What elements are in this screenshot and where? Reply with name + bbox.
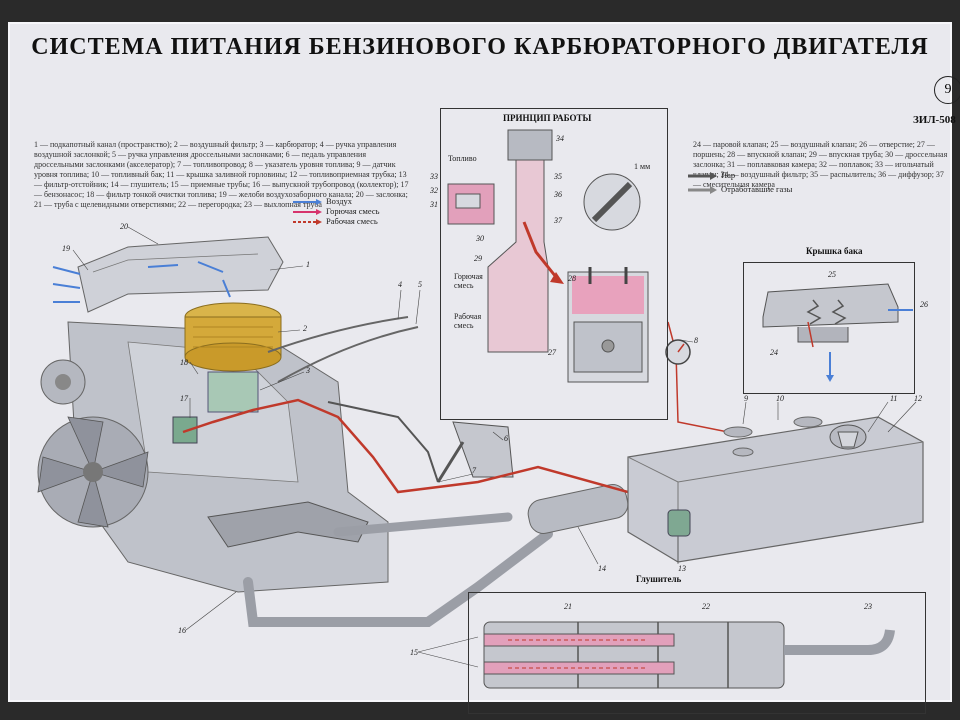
principle-mixture-label: Горючая смесь xyxy=(454,272,483,290)
label-16: 16 xyxy=(178,626,186,635)
key-exhaust: Отработавшие газы xyxy=(721,184,793,194)
label-8: 8 xyxy=(694,336,698,345)
muffler-diagram xyxy=(483,621,895,689)
label-5: 5 xyxy=(418,280,422,289)
label-22: 22 xyxy=(702,602,710,611)
sediment-filter-icon xyxy=(667,509,691,537)
principle-title: ПРИНЦИП РАБОТЫ xyxy=(503,113,592,123)
label-14: 14 xyxy=(598,564,606,573)
label-23: 23 xyxy=(864,602,872,611)
tank-cap-frame xyxy=(743,262,915,394)
tank-filler-cap-icon xyxy=(829,424,867,450)
label-6: 6 xyxy=(504,434,508,443)
legend-right: 24 — паровой клапан; 25 — воздушный клап… xyxy=(693,140,948,189)
label-7: 7 xyxy=(472,466,476,475)
muffler-frame xyxy=(468,592,926,714)
principle-frame: ПРИНЦИП РАБОТЫ xyxy=(440,108,668,420)
leader-lines xyxy=(72,226,917,668)
poster-title: СИСТЕМА ПИТАНИЯ БЕНЗИНОВОГО КАРБЮРАТОРНО… xyxy=(31,34,929,60)
principle-working-label: Рабочая смесь xyxy=(454,312,482,330)
label-15: 15 xyxy=(410,648,418,657)
cap-diagram xyxy=(762,283,913,382)
label-13: 13 xyxy=(678,564,686,573)
label-9: 9 xyxy=(744,394,748,403)
label-2: 2 xyxy=(303,324,307,333)
engine xyxy=(37,236,629,627)
label-4: 4 xyxy=(398,280,402,289)
label-30: 30 xyxy=(476,234,484,243)
key-air: Воздух xyxy=(326,196,352,206)
legend-left: 1 — подкапотный канал (пространство); 2 … xyxy=(34,140,409,209)
key-vapor: Пар xyxy=(721,170,736,180)
label-37: 37 xyxy=(554,216,562,225)
principle-mm-label: 1 мм xyxy=(634,162,651,171)
label-27: 27 xyxy=(548,348,556,357)
label-32: 32 xyxy=(430,186,438,195)
label-21: 21 xyxy=(564,602,572,611)
label-34: 34 xyxy=(556,134,564,143)
label-24: 24 xyxy=(770,348,778,357)
flow-key-arrows xyxy=(293,172,717,225)
key-mixture: Горючая смесь xyxy=(326,206,380,216)
label-36: 36 xyxy=(554,190,562,199)
main-diagram xyxy=(37,129,924,689)
label-10: 10 xyxy=(776,394,784,403)
poster: СИСТЕМА ПИТАНИЯ БЕНЗИНОВОГО КАРБЮРАТОРНО… xyxy=(8,22,960,714)
fan-icon xyxy=(37,416,149,528)
label-12: 12 xyxy=(914,394,922,403)
label-33: 33 xyxy=(430,172,438,181)
label-26: 26 xyxy=(920,300,928,309)
fuel-gauge-icon xyxy=(665,339,691,365)
fuel-tank xyxy=(627,416,924,563)
label-18: 18 xyxy=(180,358,188,367)
label-35: 35 xyxy=(554,172,562,181)
label-11: 11 xyxy=(890,394,898,403)
label-1: 1 xyxy=(306,260,310,269)
label-3: 3 xyxy=(306,366,310,375)
air-flow-arrows xyxy=(52,261,231,303)
principle-diagram xyxy=(447,129,649,383)
cap-title: Крышка бака xyxy=(806,246,863,256)
muffler-title: Глушитель xyxy=(636,574,682,584)
label-25: 25 xyxy=(828,270,836,279)
label-19: 19 xyxy=(62,244,70,253)
air-filter xyxy=(184,302,282,372)
label-31: 31 xyxy=(430,200,438,209)
label-29: 29 xyxy=(474,254,482,263)
poster-number: 9 xyxy=(934,76,960,104)
engine-model: ЗИЛ-508 xyxy=(913,114,956,126)
label-17: 17 xyxy=(180,394,188,403)
principle-fuel-label: Топливо xyxy=(448,154,477,163)
label-20: 20 xyxy=(120,222,128,231)
key-working: Рабочая смесь xyxy=(326,216,378,226)
label-28: 28 xyxy=(568,274,576,283)
